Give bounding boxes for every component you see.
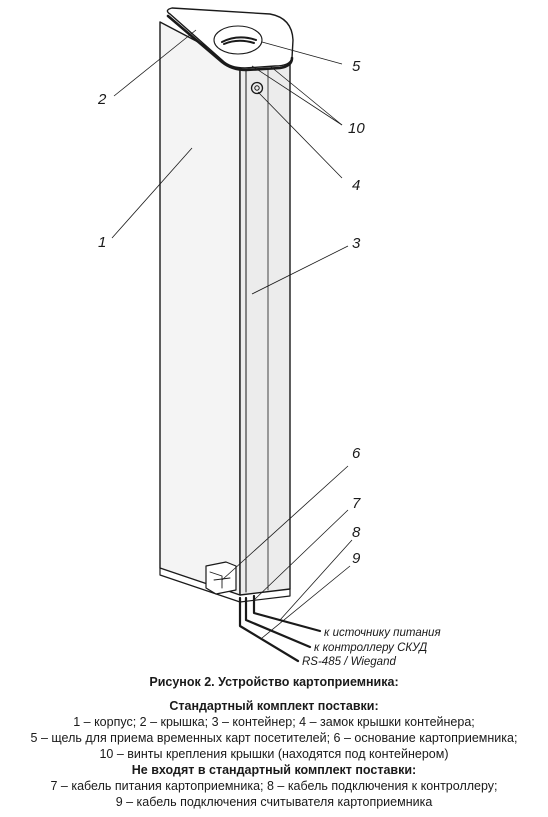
label-1: 1 xyxy=(98,234,106,251)
label-4: 4 xyxy=(352,177,360,194)
cover-thick-edge xyxy=(166,14,294,72)
standard-kit-line: 5 – щель для приема временных карт посет… xyxy=(30,731,518,745)
label-7: 7 xyxy=(352,495,361,512)
label-3: 3 xyxy=(352,235,361,252)
label-5: 5 xyxy=(352,58,361,75)
standard-kit-line: 10 – винты крепления крышки (находятся п… xyxy=(99,747,449,761)
label-8: 8 xyxy=(352,524,361,541)
leader-line-6 xyxy=(221,465,349,581)
leader-line-4 xyxy=(257,91,343,179)
caption-title: Рисунок 2. Устройство картоприемника: xyxy=(149,675,399,689)
note-controller: к контроллеру СКУД xyxy=(314,642,427,654)
label-9: 9 xyxy=(352,550,361,567)
nonstandard-kit-line: 9 – кабель подключения считывателя карто… xyxy=(115,795,433,809)
leader-line-5 xyxy=(261,41,343,65)
housing-left-face xyxy=(159,21,241,596)
container-face xyxy=(239,61,291,596)
standard-kit-line: 1 – корпус; 2 – крышка; 3 – контейнер; 4… xyxy=(73,715,475,729)
note-reader: RS-485 / Wiegand xyxy=(302,656,396,668)
cable-power xyxy=(252,594,322,633)
container-lock-outer xyxy=(250,81,264,95)
base-block xyxy=(205,561,237,595)
leader-line-8 xyxy=(279,539,353,621)
card-slot-recess xyxy=(213,25,263,55)
leader-line-10b xyxy=(269,65,343,126)
nonstandard-kit-heading: Не входят в стандартный комплект поставк… xyxy=(131,763,417,777)
leader-line-10a xyxy=(251,65,343,126)
standard-kit-heading: Стандартный комплект поставки: xyxy=(169,699,379,713)
card-collector-drawing: 1 2 3 4 5 10 6 7 8 9 к источнику питания… xyxy=(97,7,441,668)
base-block-detail xyxy=(209,571,231,589)
leader-line-9 xyxy=(261,565,351,639)
figure-caption: Рисунок 2. Устройство картоприемника: Ст… xyxy=(0,674,548,810)
note-power: к источнику питания xyxy=(324,627,441,639)
card-slot xyxy=(221,36,257,45)
cable-controller xyxy=(244,596,312,649)
cable-reader xyxy=(238,596,300,663)
leader-line-7 xyxy=(253,509,349,601)
leader-line-1 xyxy=(111,147,193,239)
leader-line-3 xyxy=(251,245,349,295)
leader-line-2 xyxy=(113,29,197,97)
nonstandard-kit-line: 7 – кабель питания картоприемника; 8 – к… xyxy=(50,779,498,793)
container-lock-inner xyxy=(254,85,260,91)
label-2: 2 xyxy=(97,91,107,108)
label-6: 6 xyxy=(352,445,361,462)
label-10: 10 xyxy=(348,120,365,137)
